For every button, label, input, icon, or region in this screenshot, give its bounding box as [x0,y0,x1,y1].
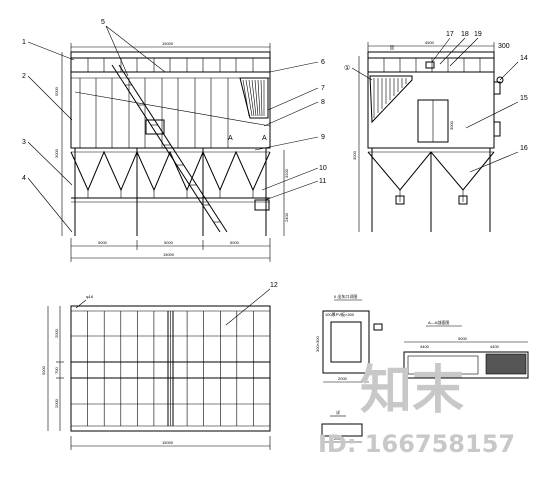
detail-1-box-label: 100厚PV板×300 [325,311,355,317]
detail-1-bottom-dim: 2000 [338,376,348,381]
callout-18: 18 [461,31,469,38]
side-left-dim: 3000 [352,150,357,160]
front-left-dim-2: 3000 [54,148,59,158]
detail-2-body [403,351,529,379]
front-overall-dim: 15000 [163,252,175,257]
small-detail: 详 2000 [321,409,363,443]
front-inlet-diagonal [74,91,271,127]
front-filter-bags [79,78,229,148]
callout-300: 300 [498,43,510,50]
front-hatched-inlet [239,77,269,119]
plan-bottom-dimension: 15000 [70,436,271,450]
callout-17: 17 [446,31,454,38]
detail-2-dim-right: 4400 [490,344,500,349]
front-support-legs [74,148,267,236]
callout-9: 9 [321,134,325,141]
detail-1-title: II 出灰口详图 [334,293,357,299]
side-elevation-view: 4500 [344,31,528,232]
detail-2-title: A—A剖面图 [428,319,449,325]
plan-left-dimensions: 5000 2000 700 2000 [41,306,64,431]
front-top-dimension: 15000 [70,41,271,58]
front-bottom-dimensions: 5000 5000 5000 15000 [70,238,271,262]
front-callout-top: 5 [101,19,166,77]
front-top-dim-text: 15000 [162,41,174,46]
callout-16: 16 [520,145,528,152]
plan-outline [70,305,271,432]
front-bay-dim-1: 5000 [98,240,108,245]
callout-7: 7 [321,85,325,92]
section-a-a: A—A剖面图 5000 4400 4400 [403,319,529,379]
side-mid-dim: 3000 [449,120,454,130]
callout-4: 4 [22,175,26,182]
watermark-id: ID: 166758157 [318,430,515,458]
detail-1-left-label: 300×300 [315,336,320,352]
callout-5: 5 [101,19,105,26]
side-housing-frame [367,51,495,149]
callout-8: 8 [321,99,325,106]
front-top-cells [87,58,254,72]
side-callouts: 17 18 19 300 II ① 14 15 16 [344,31,528,173]
detail-2-dim-overall: 5000 [458,336,468,341]
detail-3-title: 详 [336,409,340,415]
callout-roman-ii: II [390,45,394,52]
callout-15: 15 [520,95,528,102]
callout-6: 6 [321,59,325,66]
callout-2: 2 [22,73,26,80]
plan-left-total: 5000 [41,365,46,375]
plan-corner-label: φ16 [86,294,94,299]
section-mark-a-left: A [228,135,233,142]
outlet-detail: II 出灰口详图 100厚PV板×300 300×300 2000 [315,293,383,383]
front-right-dim-1: 3200 [284,168,289,178]
section-mark-a-right: A [262,135,267,142]
plan-left-upper: 2000 [54,328,59,338]
watermark: 知末 ID: 166758157 [318,361,515,458]
side-top-dimension: 4500 [367,40,495,56]
callout-3: 3 [22,139,26,146]
callout-12: 12 [270,282,278,289]
side-hatched-wedge [369,75,413,124]
callout-14: 14 [520,55,528,62]
plan-view: φ16 12 5000 2000 700 2000 15000 [41,282,278,450]
front-left-dimensions: 5000 3000 [54,52,63,236]
callout-19: 19 [474,31,482,38]
detail-2-dim-left: 4400 [420,344,430,349]
front-callouts-left: 1 2 3 4 [22,39,75,233]
plan-cell-columns [87,311,254,426]
detail-2-hatched [485,353,527,375]
front-callouts-right: 6 7 8 9 10 11 [254,59,327,201]
front-hoppers [70,147,271,198]
detail-3-dim: 2000 [334,436,344,441]
plan-left-mid: 700 [54,367,59,374]
front-housing-frame [70,51,271,149]
detail-1-outer [322,310,370,374]
side-support-legs [371,148,491,232]
front-elevation-view: 1 5000 [22,19,327,262]
plan-left-lower: 2000 [54,398,59,408]
front-right-dim-2: 2400 [284,212,289,222]
front-bay-dim-2: 5000 [164,240,174,245]
front-bay-dim-3: 5000 [230,240,240,245]
front-left-dim-1: 5000 [54,86,59,96]
callout-10: 10 [319,165,327,172]
side-top-dim-text: 4500 [425,40,435,45]
callout-side-left: ① [344,64,350,72]
callout-11: 11 [319,178,326,185]
callout-1: 1 [22,39,26,46]
plan-bottom-dim: 15000 [162,440,174,445]
watermark-logo: 知末 [360,361,464,421]
